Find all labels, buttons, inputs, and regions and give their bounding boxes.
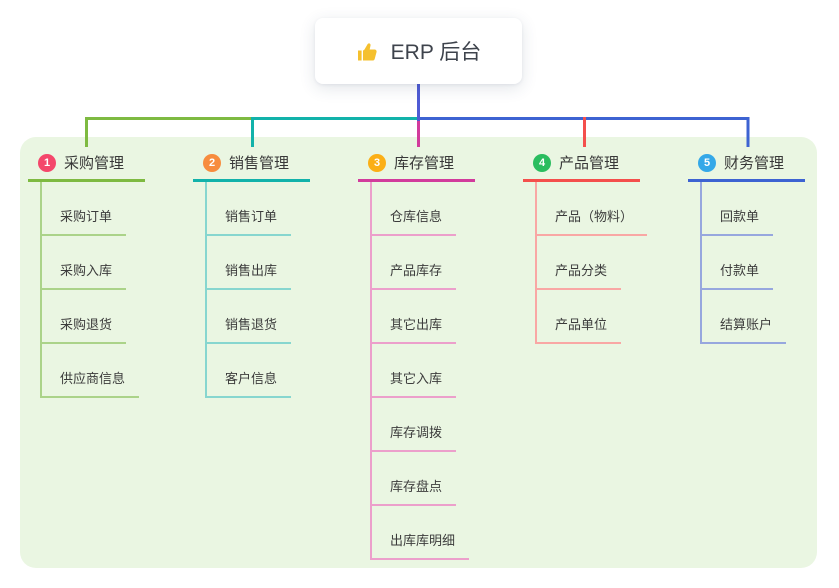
branch-title-product[interactable]: 4 产品管理 — [523, 146, 640, 182]
node-sales-order[interactable]: 销售订单 — [205, 182, 292, 236]
child-node-label: 库存盘点 — [390, 479, 443, 494]
child-node-label: 产品单位 — [555, 317, 608, 332]
child-node-label: 客户信息 — [225, 371, 278, 386]
branch-children: 销售订单 销售出库 销售退货 客户信息 — [205, 182, 310, 398]
node-warehouse-info[interactable]: 仓库信息 — [370, 182, 457, 236]
child-node-label: 供应商信息 — [60, 371, 126, 386]
branch-number-badge: 1 — [38, 153, 56, 172]
node-sales-outbound[interactable]: 销售出库 — [205, 236, 292, 290]
node-outbound-detail[interactable]: 出库库明细 — [370, 506, 470, 560]
branch-sales: 2 销售管理 销售订单 销售出库 销售退货 客户信息 — [193, 146, 310, 398]
branch-product: 4 产品管理 产品（物料） 产品分类 产品单位 — [523, 146, 648, 344]
branch-purchase: 1 采购管理 采购订单 采购入库 采购退货 供应商信息 — [28, 146, 145, 398]
node-purchase-return[interactable]: 采购退货 — [40, 290, 127, 344]
node-product-stock[interactable]: 产品库存 — [370, 236, 457, 290]
child-node-label: 销售订单 — [225, 209, 278, 224]
child-node-label: 采购退货 — [60, 317, 113, 332]
child-node-label: 回款单 — [720, 209, 760, 224]
branch-title-label: 销售管理 — [229, 155, 290, 172]
node-stock-transfer[interactable]: 库存调拨 — [370, 398, 457, 452]
child-node-label: 结算账户 — [720, 317, 773, 332]
node-payment-doc[interactable]: 付款单 — [700, 236, 774, 290]
node-purchase-inbound[interactable]: 采购入库 — [40, 236, 127, 290]
child-node-label: 销售退货 — [225, 317, 278, 332]
child-node-label: 付款单 — [720, 263, 760, 278]
child-node-label: 采购订单 — [60, 209, 113, 224]
thumbs-up-icon — [357, 43, 377, 61]
node-supplier-info[interactable]: 供应商信息 — [40, 344, 140, 398]
node-product-material[interactable]: 产品（物料） — [535, 182, 648, 236]
branch-number-badge: 3 — [368, 153, 386, 172]
child-node-label: 其它出库 — [390, 317, 443, 332]
node-receipt-doc[interactable]: 回款单 — [700, 182, 774, 236]
branch-title-finance[interactable]: 5 财务管理 — [688, 146, 805, 182]
node-purchase-order[interactable]: 采购订单 — [40, 182, 127, 236]
child-node-label: 其它入库 — [390, 371, 443, 386]
branch-title-label: 财务管理 — [724, 155, 785, 172]
node-sales-return[interactable]: 销售退货 — [205, 290, 292, 344]
branch-title-sales[interactable]: 2 销售管理 — [193, 146, 310, 182]
branch-title-label: 产品管理 — [559, 155, 620, 172]
branch-children: 回款单 付款单 结算账户 — [700, 182, 805, 344]
node-stock-check[interactable]: 库存盘点 — [370, 452, 457, 506]
child-node-label: 产品库存 — [390, 263, 443, 278]
child-node-label: 采购入库 — [60, 263, 113, 278]
node-other-inbound[interactable]: 其它入库 — [370, 344, 457, 398]
node-product-unit[interactable]: 产品单位 — [535, 290, 622, 344]
branch-inventory: 3 库存管理 仓库信息 产品库存 其它出库 其它入库 库存调拨 库存盘点 出库库… — [358, 146, 475, 560]
branch-title-label: 采购管理 — [64, 155, 125, 172]
child-node-label: 产品分类 — [555, 263, 608, 278]
node-customer-info[interactable]: 客户信息 — [205, 344, 292, 398]
mindmap-canvas — [20, 137, 817, 568]
branch-title-label: 库存管理 — [394, 155, 455, 172]
branch-number-badge: 4 — [533, 153, 551, 172]
branch-number-badge: 5 — [698, 153, 716, 172]
branch-finance: 5 财务管理 回款单 付款单 结算账户 — [688, 146, 805, 344]
child-node-label: 出库库明细 — [390, 533, 456, 548]
branch-children: 产品（物料） 产品分类 产品单位 — [535, 182, 648, 344]
node-settlement-account[interactable]: 结算账户 — [700, 290, 787, 344]
node-product-category[interactable]: 产品分类 — [535, 236, 622, 290]
branch-title-inventory[interactable]: 3 库存管理 — [358, 146, 475, 182]
branch-children: 采购订单 采购入库 采购退货 供应商信息 — [40, 182, 145, 398]
child-node-label: 产品（物料） — [555, 209, 634, 224]
root-node-label: ERP 后台 — [390, 41, 482, 64]
child-node-label: 库存调拨 — [390, 425, 443, 440]
node-other-outbound[interactable]: 其它出库 — [370, 290, 457, 344]
branch-number-badge: 2 — [203, 153, 221, 172]
child-node-label: 仓库信息 — [390, 209, 443, 224]
child-node-label: 销售出库 — [225, 263, 278, 278]
root-node[interactable]: ERP 后台 — [315, 18, 522, 84]
branch-title-purchase[interactable]: 1 采购管理 — [28, 146, 145, 182]
branch-children: 仓库信息 产品库存 其它出库 其它入库 库存调拨 库存盘点 出库库明细 — [370, 182, 475, 560]
